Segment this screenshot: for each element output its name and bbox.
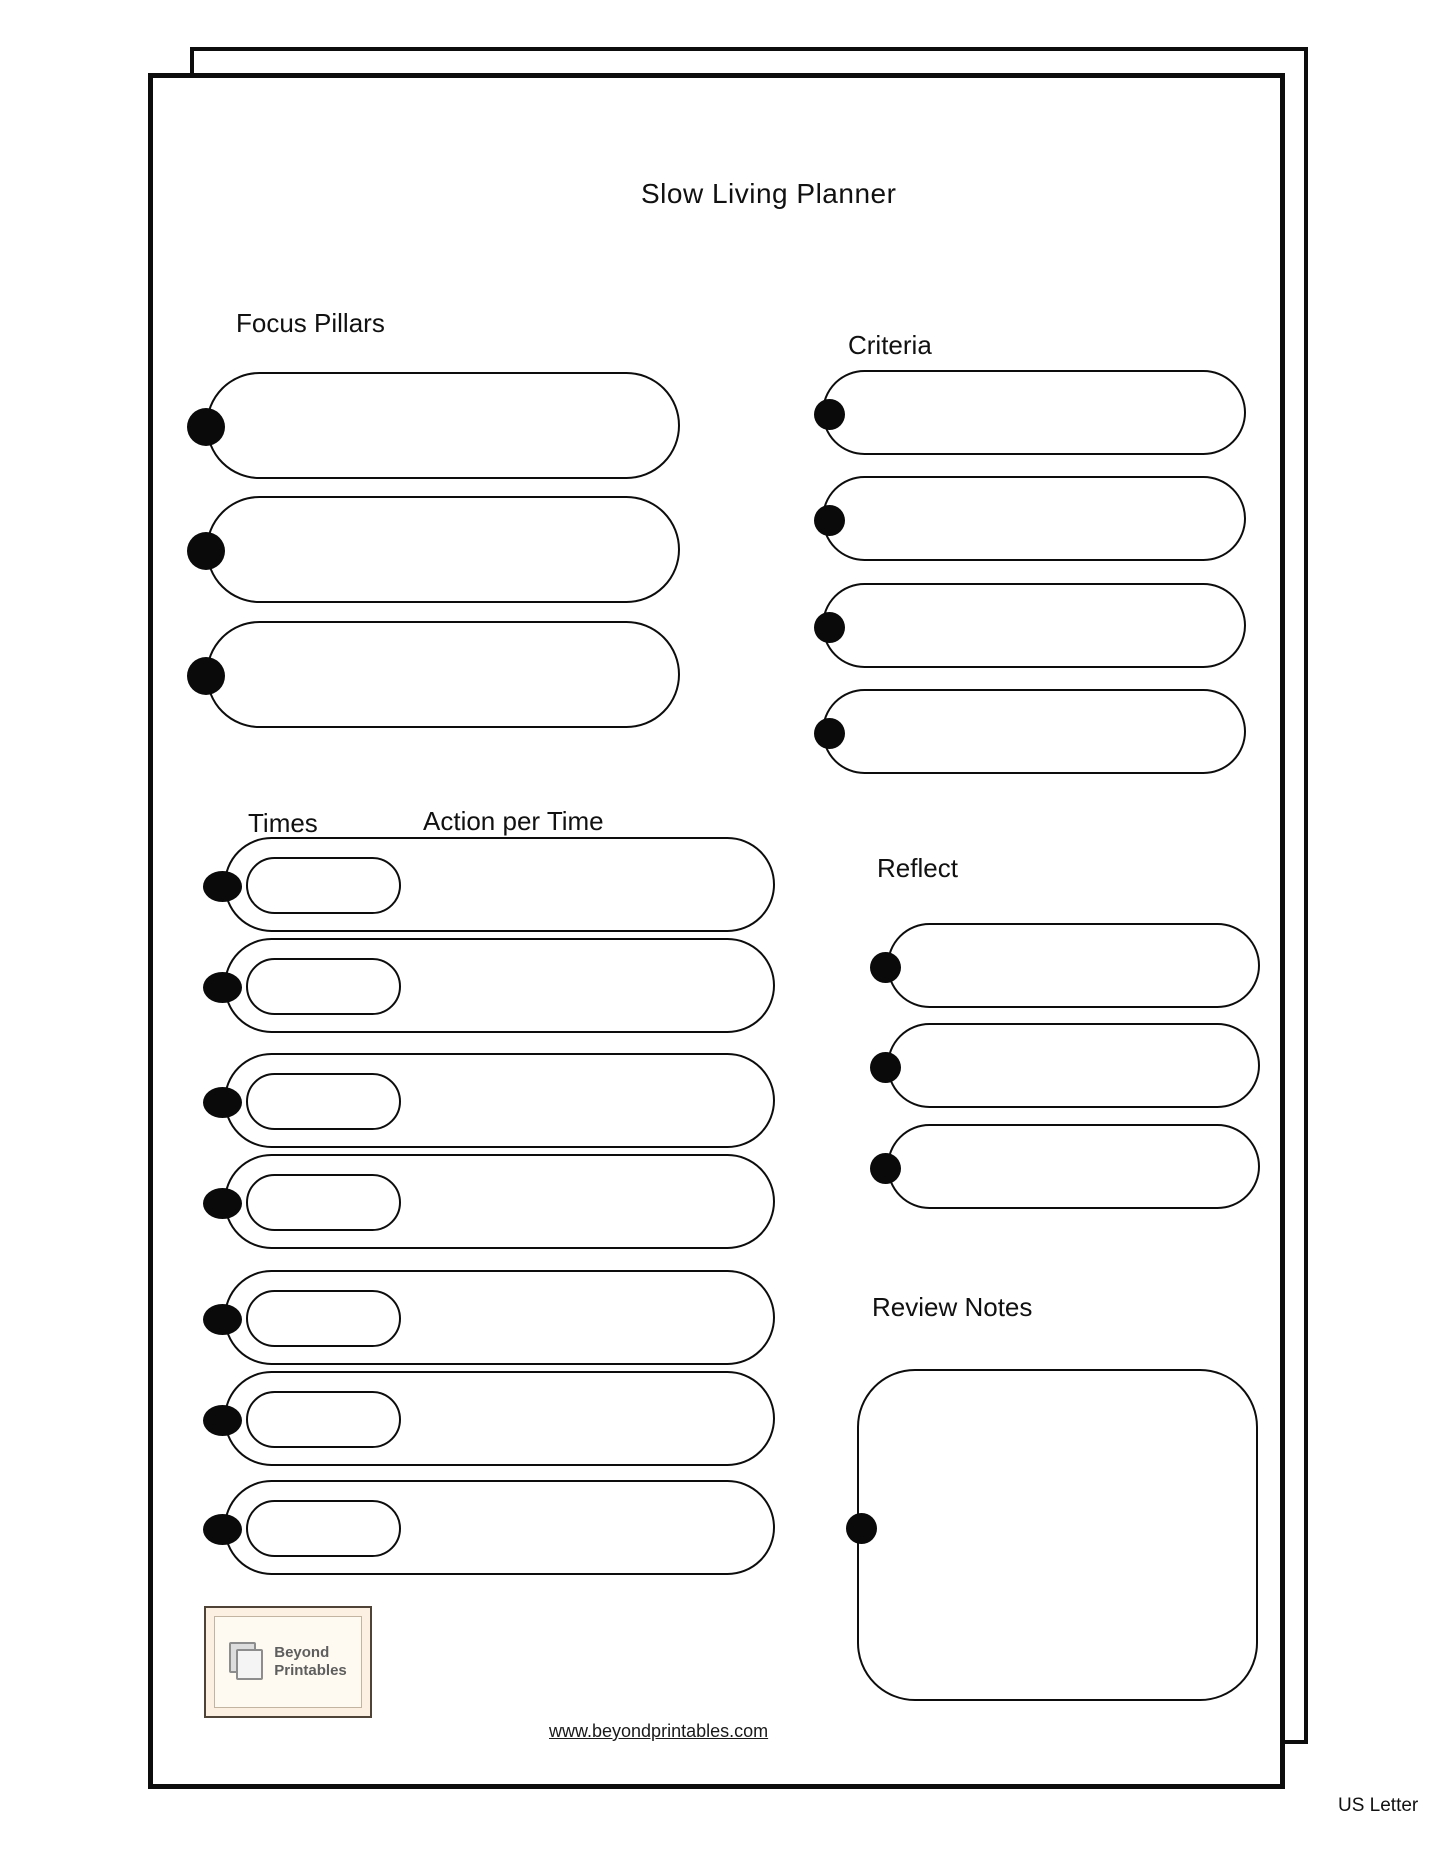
review-notes-heading: Review Notes bbox=[872, 1292, 1033, 1322]
bullet-dot-icon bbox=[203, 972, 242, 1003]
bullet-dot-icon bbox=[814, 505, 845, 536]
brand-name-line1: Beyond bbox=[274, 1644, 330, 1661]
focus-pillars-heading: Focus Pillars bbox=[236, 308, 385, 338]
bullet-dot-icon bbox=[187, 657, 225, 695]
brand-logo: Beyond Printables bbox=[204, 1606, 372, 1718]
action-per-time-field[interactable] bbox=[203, 1371, 775, 1466]
focus-pillar-field[interactable] bbox=[187, 496, 680, 603]
action-per-time-heading: Action per Time bbox=[423, 806, 604, 836]
criteria-field[interactable] bbox=[814, 370, 1246, 455]
time-field[interactable] bbox=[246, 857, 401, 914]
reflect-field[interactable] bbox=[870, 923, 1260, 1008]
document-pages-icon bbox=[229, 1642, 265, 1682]
bullet-dot-icon bbox=[814, 612, 845, 643]
action-per-time-field[interactable] bbox=[203, 1480, 775, 1575]
times-heading: Times bbox=[248, 808, 318, 838]
page-title: Slow Living Planner bbox=[641, 178, 897, 209]
bullet-dot-icon bbox=[203, 871, 242, 902]
brand-name-line2: Printables bbox=[274, 1662, 347, 1679]
bullet-dot-icon bbox=[187, 532, 225, 570]
review-notes-field[interactable] bbox=[846, 1369, 1258, 1701]
bullet-dot-icon bbox=[870, 1153, 901, 1184]
bullet-dot-icon bbox=[846, 1513, 877, 1544]
action-per-time-field[interactable] bbox=[203, 1154, 775, 1249]
time-field[interactable] bbox=[246, 1290, 401, 1347]
reflect-heading: Reflect bbox=[877, 853, 958, 883]
bullet-dot-icon bbox=[203, 1514, 242, 1545]
bullet-dot-icon bbox=[203, 1304, 242, 1335]
action-per-time-field[interactable] bbox=[203, 837, 775, 932]
planner-sheet: Slow Living Planner Focus Pillars Criter… bbox=[148, 73, 1285, 1789]
brand-logo-inner: Beyond Printables bbox=[214, 1616, 362, 1708]
action-per-time-field[interactable] bbox=[203, 1270, 775, 1365]
criteria-field[interactable] bbox=[814, 689, 1246, 774]
bullet-dot-icon bbox=[870, 1052, 901, 1083]
reflect-field[interactable] bbox=[870, 1124, 1260, 1209]
bullet-dot-icon bbox=[870, 952, 901, 983]
bullet-dot-icon bbox=[187, 408, 225, 446]
time-field[interactable] bbox=[246, 1174, 401, 1231]
bullet-dot-icon bbox=[814, 399, 845, 430]
bullet-dot-icon bbox=[203, 1405, 242, 1436]
time-field[interactable] bbox=[246, 1073, 401, 1130]
time-field[interactable] bbox=[246, 958, 401, 1015]
focus-pillar-field[interactable] bbox=[187, 621, 680, 728]
criteria-heading: Criteria bbox=[848, 330, 932, 360]
focus-pillar-field[interactable] bbox=[187, 372, 680, 479]
website-link[interactable]: www.beyondprintables.com bbox=[549, 1721, 769, 1741]
criteria-field[interactable] bbox=[814, 583, 1246, 668]
criteria-field[interactable] bbox=[814, 476, 1246, 561]
action-per-time-field[interactable] bbox=[203, 938, 775, 1033]
paper-size-label: US Letter bbox=[1338, 1795, 1419, 1816]
action-per-time-field[interactable] bbox=[203, 1053, 775, 1148]
reflect-field[interactable] bbox=[870, 1023, 1260, 1108]
bullet-dot-icon bbox=[203, 1188, 242, 1219]
time-field[interactable] bbox=[246, 1391, 401, 1448]
brand-logo-text: Beyond Printables bbox=[274, 1644, 347, 1680]
time-field[interactable] bbox=[246, 1500, 401, 1557]
bullet-dot-icon bbox=[203, 1087, 242, 1118]
bullet-dot-icon bbox=[814, 718, 845, 749]
